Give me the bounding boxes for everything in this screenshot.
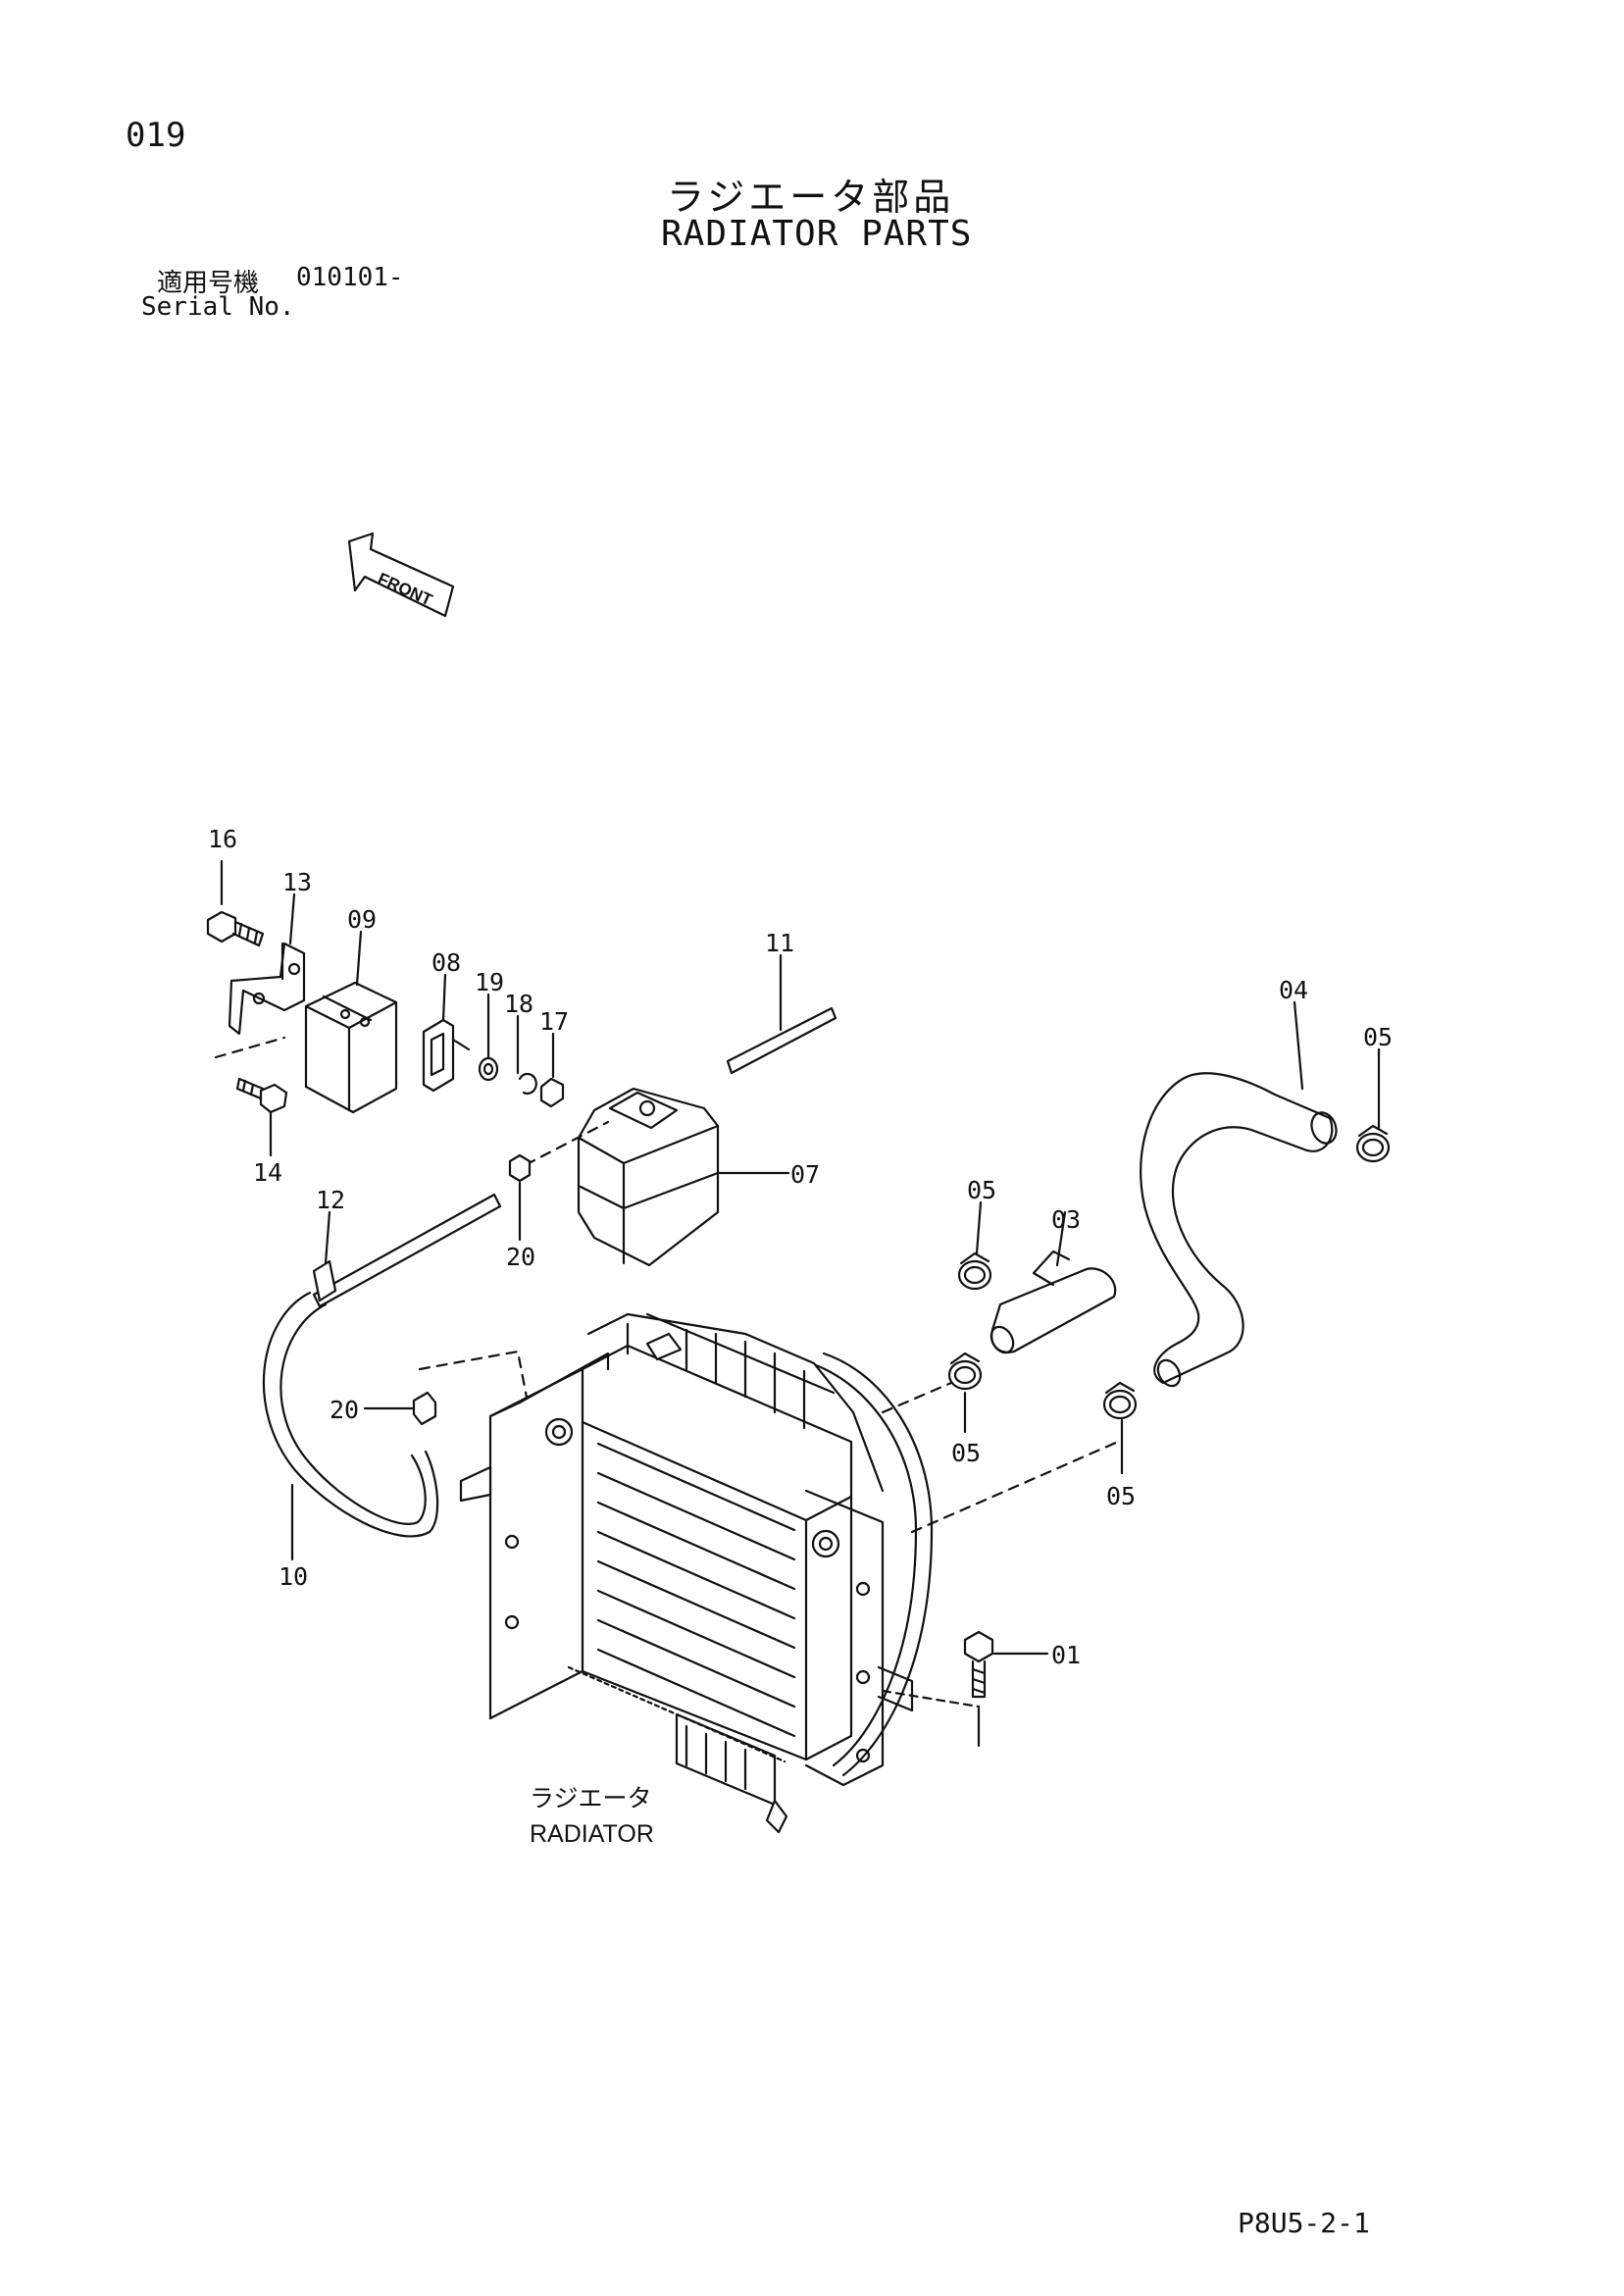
callout-08: 08 — [431, 948, 461, 977]
hose-03-icon — [990, 1250, 1117, 1354]
callout-20-upper: 20 — [506, 1243, 535, 1271]
bolt-16-icon — [206, 910, 265, 947]
overflow-pipe-12-icon — [312, 1193, 502, 1308]
page-number: 019 — [126, 116, 186, 155]
bolt-01-icon — [963, 1630, 994, 1699]
callout-10: 10 — [279, 1562, 308, 1591]
page-title-japanese: ラジエータ部品 — [667, 176, 955, 219]
page-title: RADIATOR PARTS — [661, 214, 973, 254]
callout-16: 16 — [208, 825, 237, 853]
hose-10-icon — [262, 1291, 439, 1538]
bracket-09-icon — [304, 981, 398, 1114]
callout-05-left: 05 — [967, 1176, 996, 1204]
callout-01: 01 — [1051, 1641, 1081, 1669]
callout-05-lower-right: 05 — [1106, 1482, 1136, 1510]
hose-04-icon — [1140, 1072, 1338, 1388]
radiator-label: RADIATOR — [530, 1820, 654, 1848]
callout-09: 09 — [347, 905, 377, 934]
clip-08-icon — [422, 1018, 471, 1093]
callout-03: 03 — [1051, 1205, 1081, 1234]
callout-13: 13 — [282, 868, 312, 896]
callout-18: 18 — [504, 990, 533, 1018]
callout-14: 14 — [253, 1158, 282, 1187]
callout-04: 04 — [1279, 976, 1308, 1004]
clamp-20-lower-icon — [412, 1391, 437, 1426]
nut-17-icon — [539, 1077, 565, 1108]
hose-clamp-05-a-icon — [1355, 1124, 1391, 1163]
plate-13-icon — [228, 942, 306, 1036]
radiator-label-japanese: ラジエータ — [530, 1785, 652, 1812]
rod-11-icon — [726, 1006, 837, 1075]
clamp-20-upper-icon — [508, 1153, 532, 1183]
hose-clamp-05-c-icon — [947, 1352, 983, 1391]
hose-clamp-05-d-icon — [1102, 1381, 1138, 1420]
hose-clamp-05-b-icon — [957, 1251, 992, 1291]
callout-11: 11 — [765, 929, 794, 957]
serial-label-japanese: 適用号機 — [157, 269, 260, 298]
front-arrow-icon: FRONT — [347, 532, 455, 618]
lock-washer-18-icon — [518, 1072, 537, 1096]
radiator-assembly-icon — [459, 1312, 934, 1834]
washer-19-icon — [478, 1056, 499, 1082]
callout-20-lower: 20 — [330, 1396, 359, 1424]
callout-05-lower-left: 05 — [951, 1439, 981, 1467]
serial-number-value: 010101- — [296, 263, 404, 292]
callout-12: 12 — [316, 1186, 345, 1214]
document-code: P8U5-2-1 — [1238, 2207, 1370, 2239]
callout-19: 19 — [475, 968, 504, 996]
reservoir-tank-07-icon — [577, 1087, 720, 1267]
callout-17: 17 — [539, 1007, 569, 1036]
callout-07: 07 — [790, 1160, 820, 1189]
bolt-14-icon — [235, 1077, 288, 1114]
serial-label: Serial No. — [141, 292, 295, 322]
callout-05-top-right: 05 — [1363, 1023, 1393, 1051]
